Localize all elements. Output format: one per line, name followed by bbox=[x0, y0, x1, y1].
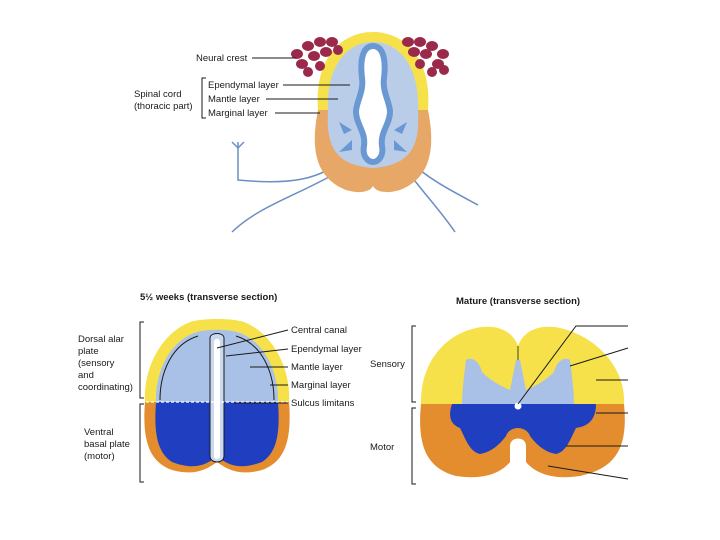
central-canal bbox=[214, 339, 220, 459]
label-sulcus-limitans: Sulcus limitans bbox=[291, 398, 355, 409]
label-spinal-cord: Spinal cord bbox=[134, 89, 182, 100]
label-thoracic-part: (thoracic part) bbox=[134, 101, 193, 112]
top-spinal-cord-diagram: Neural crest Spinal cord (thoracic part)… bbox=[134, 32, 478, 232]
label-dorsal-alar-1: Dorsal alar bbox=[78, 334, 124, 345]
label-dorsal-alar-4: and bbox=[78, 370, 94, 381]
label-ventral-basal-2: basal plate bbox=[84, 439, 130, 450]
label-dorsal-alar-5: coordinating) bbox=[78, 382, 133, 393]
label-dorsal-alar-2: plate bbox=[78, 346, 99, 357]
mature-dorsal-grey-matter bbox=[462, 359, 574, 404]
label-dorsal-alar-3: (sensory bbox=[78, 358, 115, 369]
label-ventral-basal-1: Ventral bbox=[84, 427, 114, 438]
label-ependymal-layer: Ependymal layer bbox=[208, 80, 279, 91]
label-mantle-layer: Mantle layer bbox=[208, 94, 260, 105]
title-five-and-half-weeks: 5½ weeks (transverse section) bbox=[140, 292, 277, 303]
mature-diagram: Mature (transverse section) Sensory Moto… bbox=[370, 296, 628, 484]
label-motor: Motor bbox=[370, 442, 394, 453]
label-marginal-layer: Marginal layer bbox=[208, 108, 268, 119]
label-mantle-layer-2: Mantle layer bbox=[291, 362, 343, 373]
label-ependymal-layer-2: Ependymal layer bbox=[291, 344, 362, 355]
title-mature: Mature (transverse section) bbox=[456, 296, 580, 307]
label-marginal-layer-2: Marginal layer bbox=[291, 380, 351, 391]
label-sensory: Sensory bbox=[370, 359, 405, 370]
label-neural-crest: Neural crest bbox=[196, 53, 248, 64]
mature-ventral-fissure bbox=[510, 439, 526, 477]
five-and-half-weeks-diagram: 5½ weeks (transverse section) Central ca… bbox=[78, 292, 362, 482]
label-central-canal: Central canal bbox=[291, 325, 347, 336]
label-ventral-basal-3: (motor) bbox=[84, 451, 115, 462]
